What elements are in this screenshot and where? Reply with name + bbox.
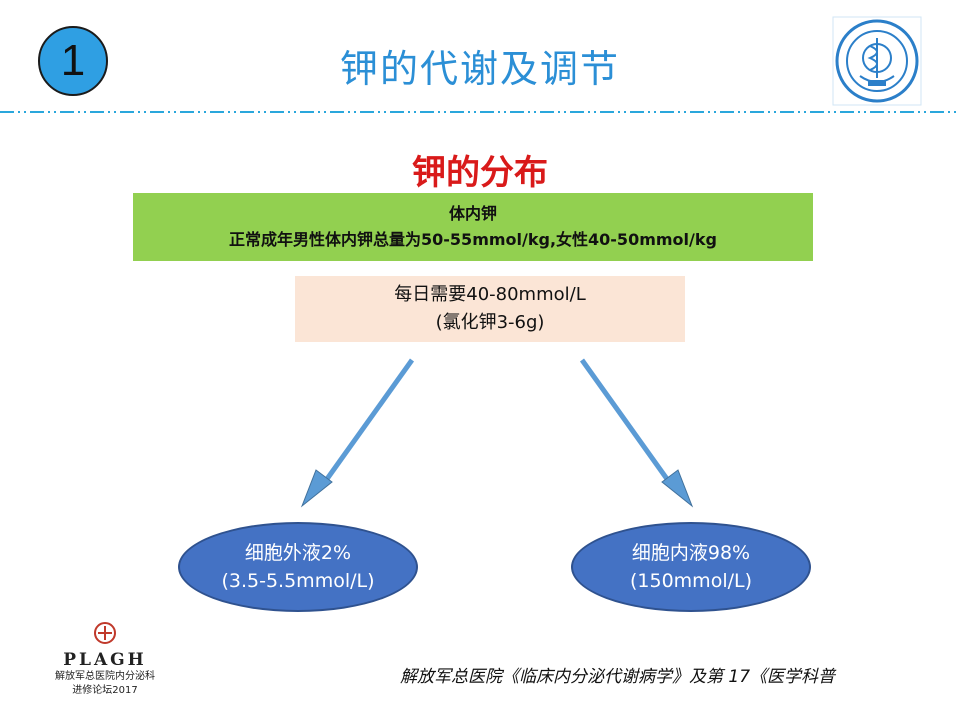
intracellular-percent: 细胞内液98%	[631, 542, 751, 564]
intracellular-fluid-ellipse: 细胞内液98% (150mmol/L)	[571, 522, 811, 612]
body-potassium-detail: 正常成年男性体内钾总量为50-55mmol/kg,女性40-50mmol/kg	[229, 230, 717, 249]
plagh-wordmark: PLAGH	[63, 650, 147, 670]
footer-citation: 解放军总医院《临床内分泌代谢病学》及第 17《医学科普	[400, 667, 836, 687]
daily-need-kcl: (氯化钾3-6g)	[435, 312, 545, 333]
slide-number: 1	[60, 36, 86, 85]
plagh-logo: PLAGH 解放军总医院内分泌科 进修论坛2017	[30, 620, 180, 712]
extracellular-percent: 细胞外液2%	[244, 542, 352, 564]
arrow-right-icon	[579, 358, 694, 508]
plagh-emblem-icon	[94, 622, 116, 644]
section-subtitle: 钾的分布	[412, 153, 548, 193]
hospital-seal-icon	[832, 16, 922, 106]
slide-title: 钾的代谢及调节	[339, 47, 620, 91]
intracellular-range: (150mmol/L)	[630, 570, 752, 592]
footer-org-name: 解放军总医院内分泌科	[55, 671, 155, 682]
daily-need-amount: 每日需要40-80mmol/L	[394, 284, 586, 305]
body-potassium-heading: 体内钾	[448, 204, 497, 223]
slide-number-badge: 1	[38, 26, 108, 96]
header-divider	[0, 111, 960, 113]
footer-org-forum: 进修论坛2017	[72, 685, 138, 696]
arrow-left-icon	[300, 358, 415, 508]
extracellular-fluid-ellipse: 细胞外液2% (3.5-5.5mmol/L)	[178, 522, 418, 612]
daily-need-box: 每日需要40-80mmol/L (氯化钾3-6g)	[295, 276, 685, 342]
extracellular-range: (3.5-5.5mmol/L)	[221, 570, 375, 592]
body-potassium-box: 体内钾 正常成年男性体内钾总量为50-55mmol/kg,女性40-50mmol…	[133, 193, 813, 261]
